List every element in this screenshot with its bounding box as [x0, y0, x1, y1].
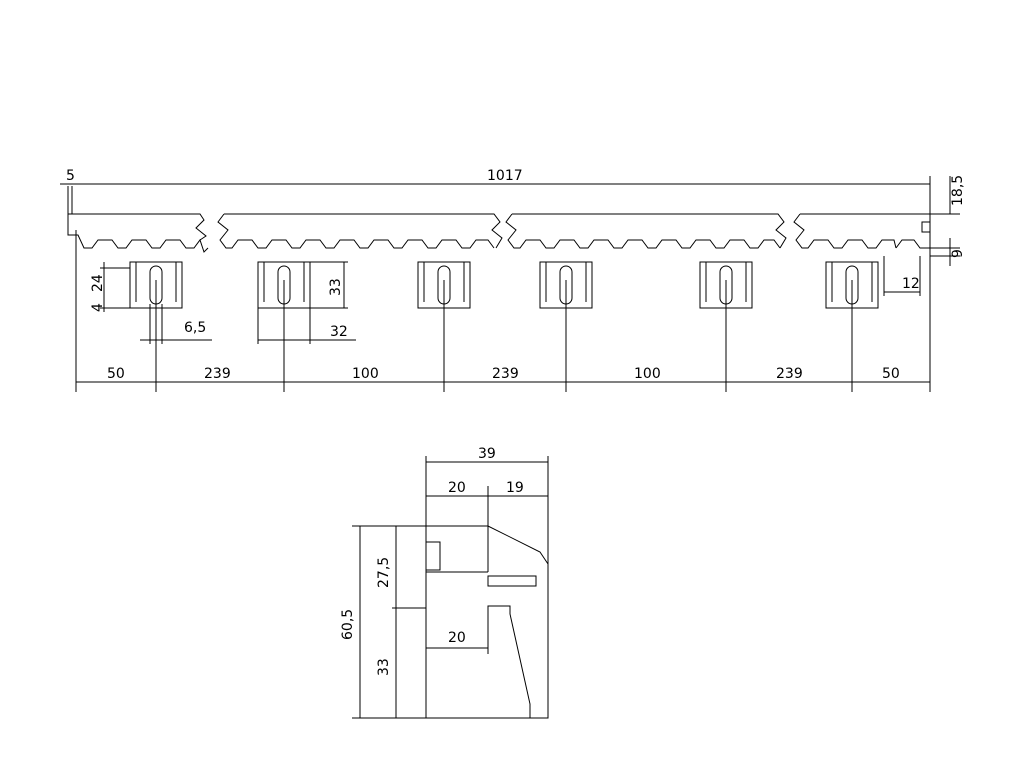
side-extension-lines — [352, 456, 548, 718]
dim-slot-height: 24 — [90, 274, 106, 292]
dim-right-width: 19 — [506, 480, 524, 496]
dim-spacing-1: 50 — [107, 366, 125, 382]
dim-overall-length: 1017 — [487, 168, 523, 184]
dim-spacing-7: 50 — [882, 366, 900, 382]
dim-rack-height: 18,5 — [950, 175, 966, 206]
dim-spacing-6: 239 — [776, 366, 803, 382]
dimension-lines — [60, 176, 950, 382]
dim-left-width: 20 — [448, 480, 466, 496]
dim-spacing-4: 239 — [492, 366, 519, 382]
dim-bracket-width: 32 — [330, 324, 348, 340]
dim-lower-width: 20 — [448, 630, 466, 646]
side-view: 39 20 19 27,5 60,5 33 20 — [340, 446, 548, 718]
side-profile — [426, 526, 548, 718]
dim-spacing-2: 239 — [204, 366, 231, 382]
dim-spacing-5: 100 — [634, 366, 661, 382]
dim-slot-top: 4 — [90, 303, 106, 312]
dim-tooth-height: 9 — [950, 249, 966, 258]
extension-lines — [76, 176, 960, 392]
dim-total-width: 39 — [478, 446, 496, 462]
dim-end-offset: 5 — [66, 168, 75, 184]
dim-slot-width: 6,5 — [184, 320, 206, 336]
dim-total-height: 60,5 — [340, 609, 356, 640]
dim-lower-height: 33 — [376, 658, 392, 676]
dim-upper-height: 27,5 — [376, 557, 392, 588]
dim-spacing-3: 100 — [352, 366, 379, 382]
rack-body — [68, 186, 930, 252]
rack-top-view: 5 1017 18,5 9 12 32 33 24 4 6,5 50 239 1… — [60, 168, 966, 392]
side-dimension-lines — [360, 462, 548, 718]
dim-bracket-height: 33 — [328, 278, 344, 296]
dim-slot-spacing: 12 — [902, 276, 920, 292]
